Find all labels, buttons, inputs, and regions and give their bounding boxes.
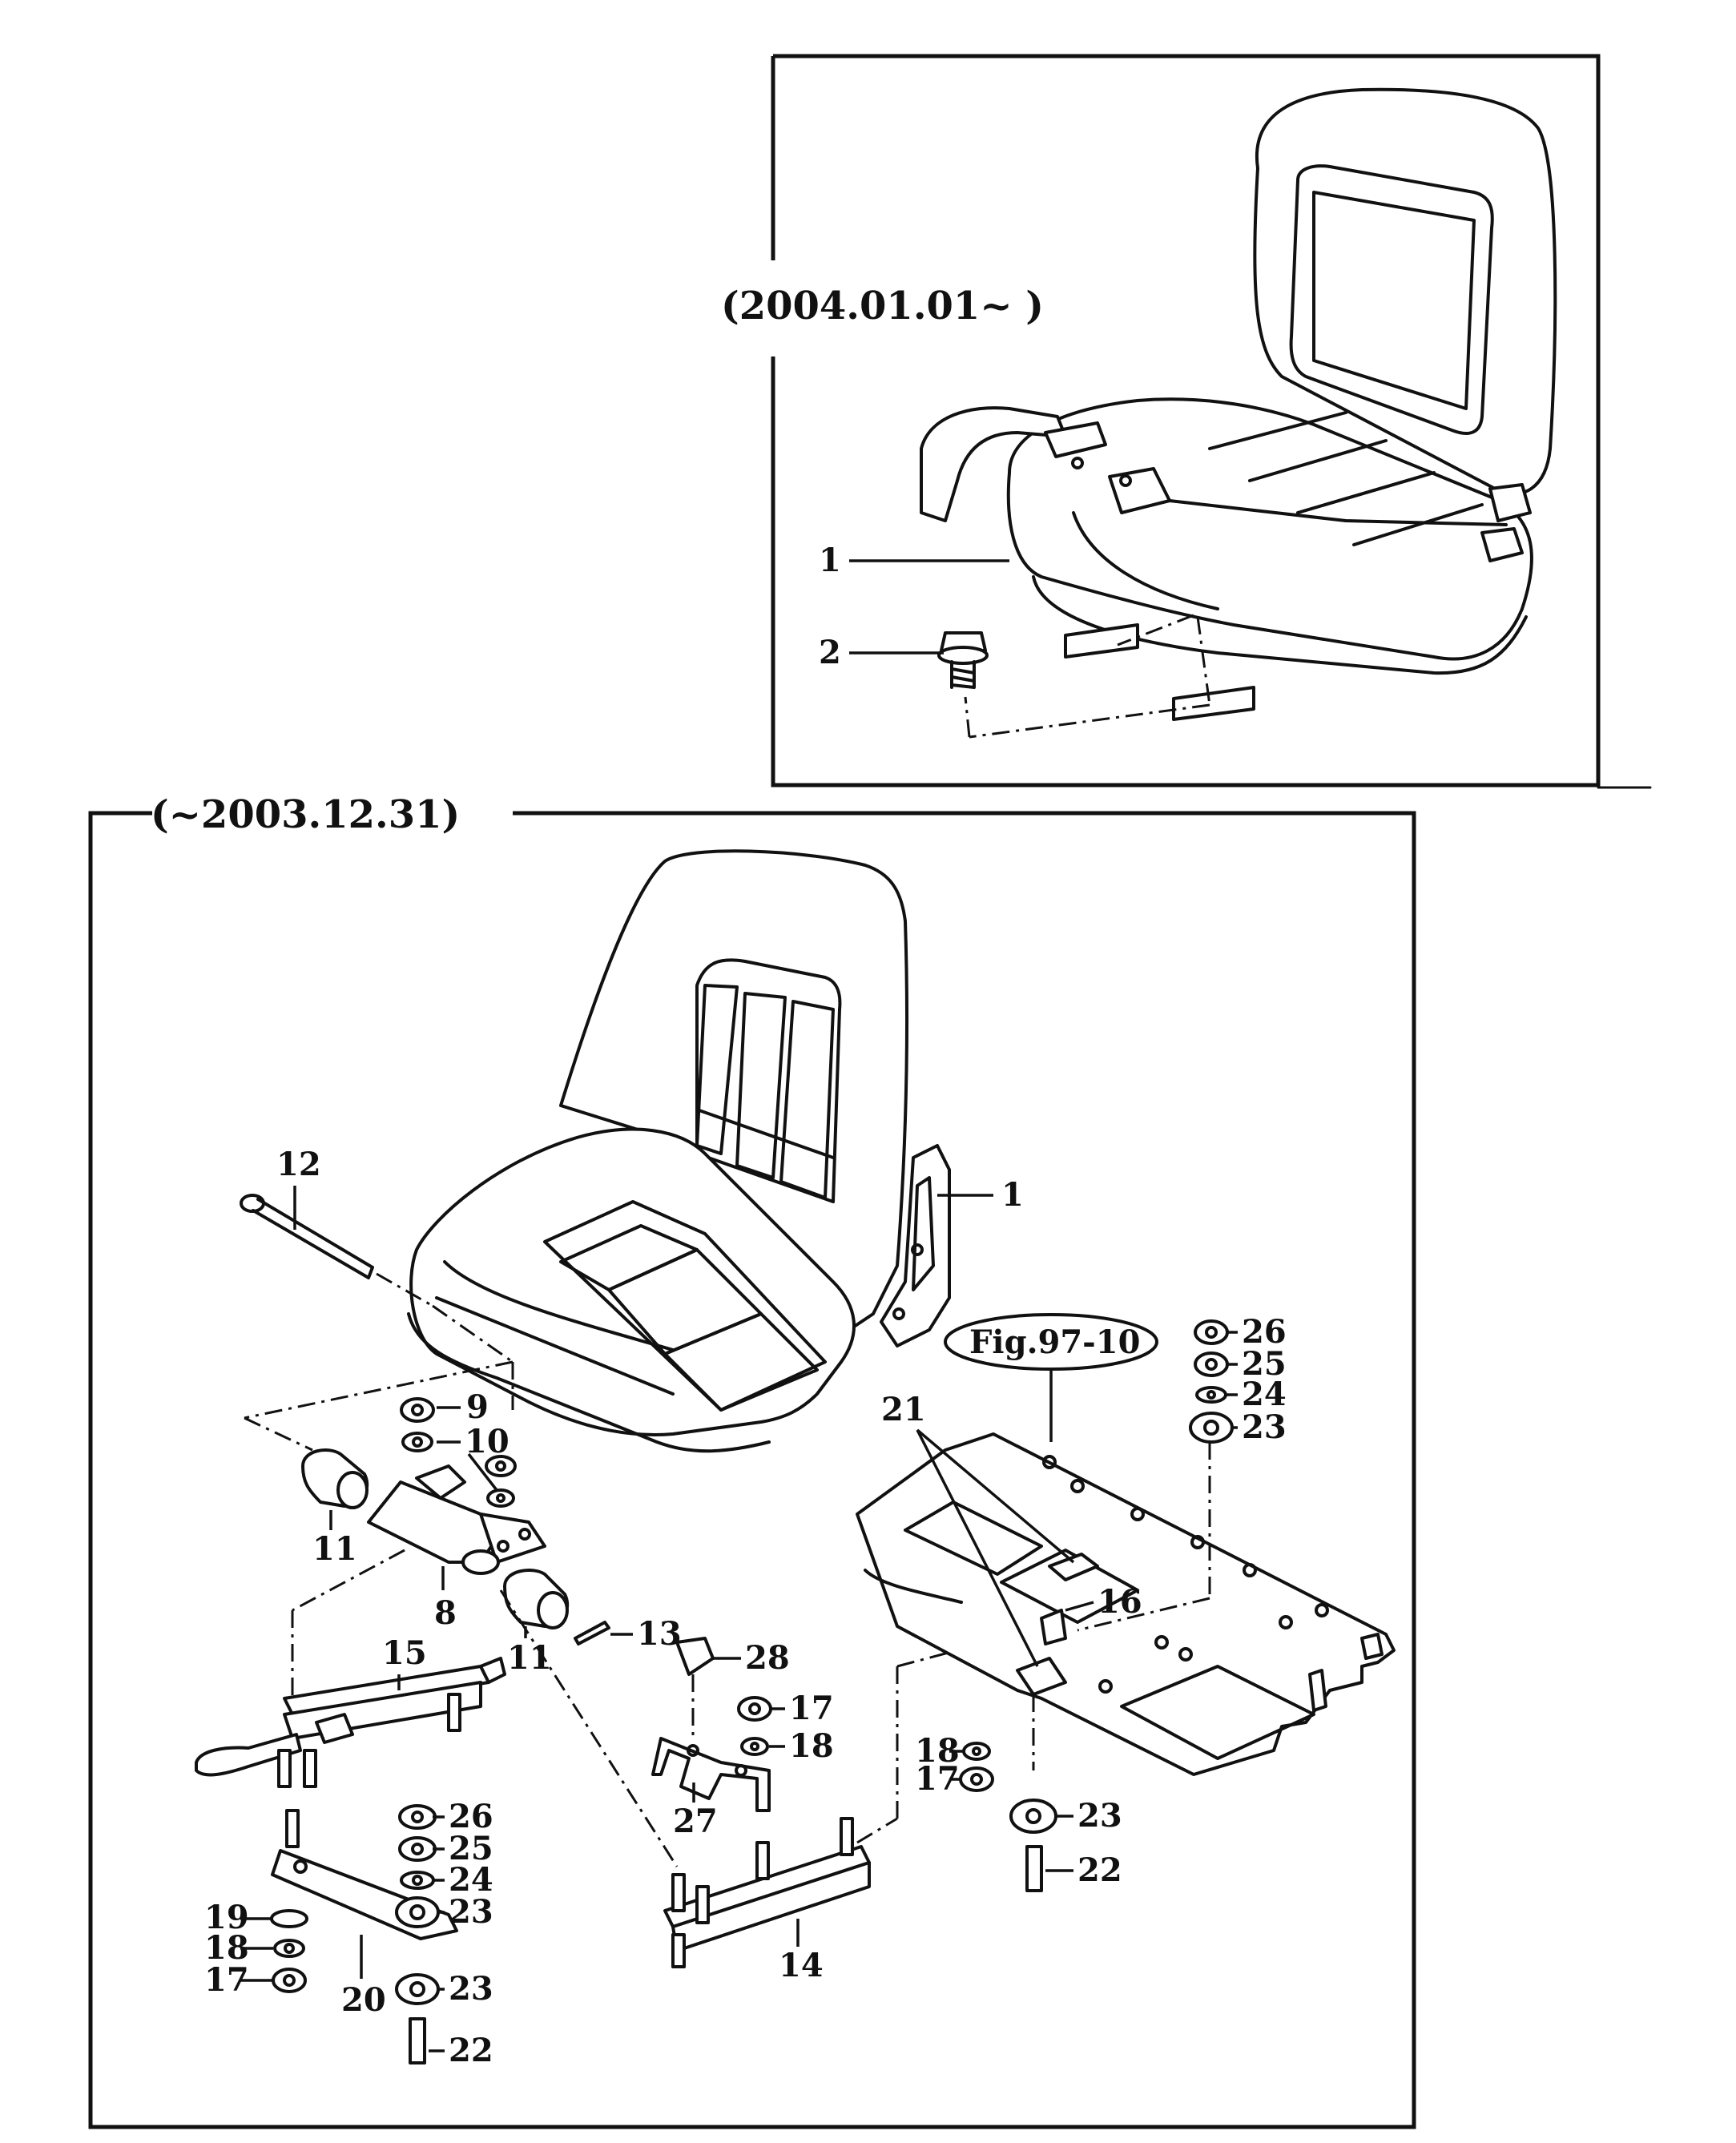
callout-old-13: 13	[637, 1615, 682, 1653]
callout-old-27: 27	[673, 1803, 718, 1840]
old-nut-9	[400, 1397, 517, 1477]
callout-old-25b: 25	[1242, 1345, 1287, 1383]
callout-old-11b: 11	[507, 1639, 552, 1677]
old-mount-23c	[1009, 1799, 1057, 1834]
new-seat-date-range: (2004.01.01~ )	[721, 284, 1044, 328]
old-right-top-stack	[1189, 1319, 1234, 1444]
old-rail-14	[663, 1817, 871, 1968]
callout-old-23a: 23	[449, 1893, 493, 1931]
old-bracket-16	[1040, 1609, 1067, 1646]
old-washer-10	[401, 1432, 515, 1508]
old-nut-17c	[959, 1766, 994, 1792]
callout-new-1: 1	[819, 542, 841, 579]
callout-old-9: 9	[466, 1388, 489, 1426]
callout-old-23b: 23	[449, 1970, 493, 2008]
old-left-stack	[395, 1804, 440, 2064]
callout-old-15: 15	[382, 1634, 427, 1672]
callout-old-23d: 23	[1242, 1408, 1287, 1446]
callout-old-10: 10	[465, 1423, 510, 1460]
callout-old-16: 16	[1098, 1583, 1142, 1621]
old-bushing-11b	[503, 1569, 570, 1629]
old-rail-15	[195, 1657, 506, 1788]
old-seat-frame	[88, 811, 1416, 2129]
old-bracket-8	[367, 1464, 546, 1575]
old-bushing-11a	[301, 1448, 369, 1509]
callout-old-22b: 22	[1077, 1851, 1122, 1889]
old-seat-panel: (~2003.12.31)	[88, 792, 1416, 2129]
old-nut-17b	[737, 1696, 772, 1722]
new-seat-panel: (2004.01.01~ )	[721, 54, 1652, 789]
callout-old-26a: 26	[449, 1798, 493, 1835]
old-pin-13	[574, 1621, 610, 1646]
callout-old-18b: 18	[789, 1727, 834, 1765]
callout-old-22a: 22	[449, 2032, 493, 2069]
callout-old-12: 12	[276, 1146, 321, 1183]
callout-new-2: 2	[819, 634, 841, 671]
callout-old-21: 21	[881, 1391, 926, 1428]
old-pin-12	[240, 1194, 374, 1279]
old-stud-22b	[1025, 1845, 1043, 1892]
callout-old-24b: 24	[1242, 1376, 1287, 1413]
new-seat-frame	[771, 54, 1601, 788]
callout-old-24a: 24	[449, 1861, 493, 1899]
callout-old-28: 28	[745, 1639, 790, 1677]
new-seat-illustration	[920, 87, 1557, 739]
fig-reference-label: Fig.97-10	[969, 1323, 1140, 1361]
old-washer-18c	[962, 1742, 991, 1761]
new-bolt-2	[937, 631, 989, 689]
old-callouts: 1 12 9 10 11 8 11 13 15 26 25 24	[204, 1146, 1287, 2069]
callout-old-11a: 11	[312, 1530, 357, 1568]
callout-old-8: 8	[434, 1594, 457, 1632]
old-bracket-21	[1016, 1553, 1099, 1696]
old-bracket-27	[651, 1737, 771, 1812]
callout-old-17b: 17	[789, 1690, 834, 1727]
callout-old-25a: 25	[449, 1830, 493, 1867]
old-cap-28	[675, 1637, 715, 1676]
callout-old-20: 20	[341, 1981, 386, 2019]
callout-old-26b: 26	[1242, 1313, 1287, 1351]
old-washer-18b	[740, 1737, 769, 1756]
old-seat-date-range: (~2003.12.31)	[151, 792, 460, 837]
old-left-small-stack	[270, 1909, 308, 1993]
callout-old-1: 1	[1001, 1176, 1024, 1214]
fig-reference: Fig.97-10	[944, 1313, 1158, 1442]
old-seat-illustration	[407, 849, 951, 1453]
callout-old-23c: 23	[1077, 1797, 1122, 1835]
callout-old-14: 14	[779, 1947, 824, 1984]
